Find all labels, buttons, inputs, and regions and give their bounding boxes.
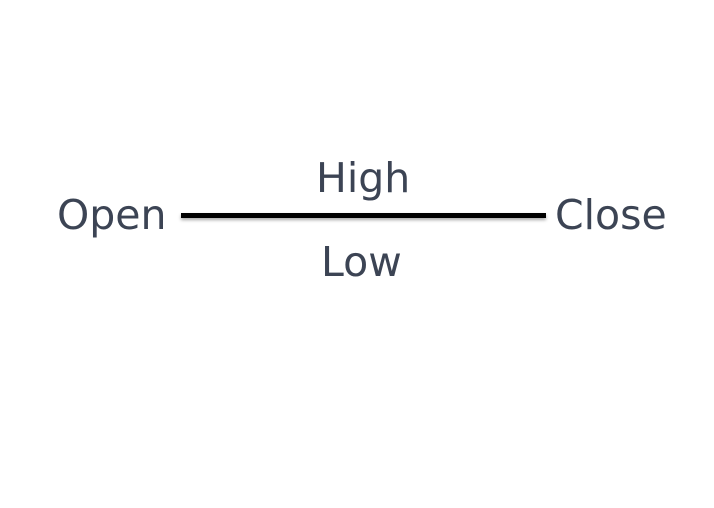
high-label: High xyxy=(316,154,411,202)
close-label: Close xyxy=(555,191,667,239)
price-range-line xyxy=(181,213,546,218)
low-label: Low xyxy=(321,238,402,286)
open-label: Open xyxy=(57,191,167,239)
